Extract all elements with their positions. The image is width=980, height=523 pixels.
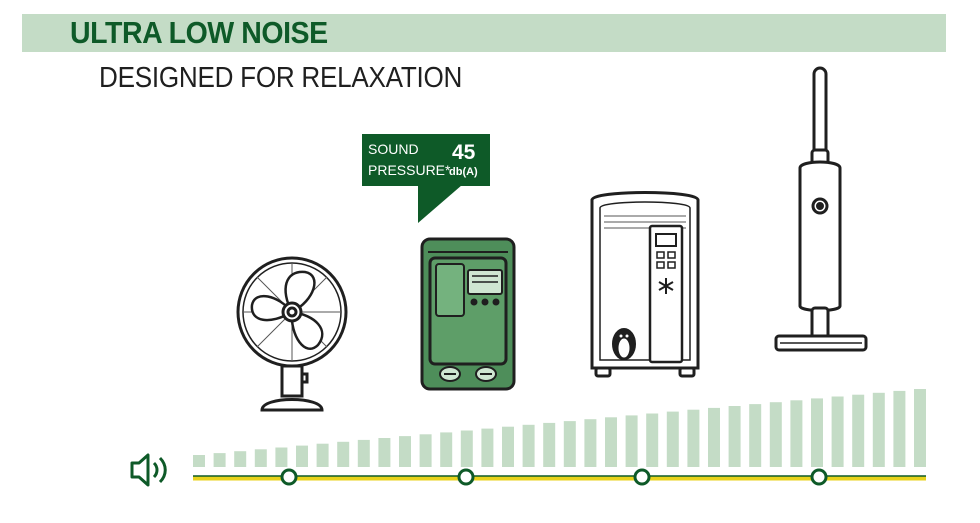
pump-controller-icon — [420, 237, 516, 391]
volume-bar — [522, 424, 535, 467]
page-subtitle: DESIGNED FOR RELAXATION — [99, 62, 463, 94]
air-conditioner-icon — [590, 191, 700, 378]
volume-bar — [893, 390, 906, 467]
volume-bar — [275, 447, 288, 467]
callout-pointer — [418, 185, 462, 223]
fan-icon — [236, 256, 348, 412]
volume-bar — [687, 409, 700, 467]
volume-bar — [605, 417, 617, 467]
volume-marker-pump — [457, 468, 475, 486]
header-band — [22, 14, 946, 52]
volume-bar — [502, 426, 514, 467]
volume-bar — [584, 419, 597, 467]
volume-bar — [666, 411, 679, 467]
volume-marker-air-conditioner — [633, 468, 651, 486]
callout-value: 45 — [452, 141, 476, 164]
volume-marker-vacuum — [810, 468, 828, 486]
volume-bar — [708, 407, 720, 467]
volume-bar — [646, 413, 659, 467]
volume-bar — [213, 453, 226, 467]
volume-bar — [419, 434, 432, 467]
volume-bar — [769, 402, 782, 467]
volume-bar — [625, 415, 638, 467]
volume-bar — [440, 432, 453, 467]
volume-bar — [460, 430, 473, 467]
volume-bar — [852, 394, 865, 467]
volume-bar — [399, 436, 411, 467]
volume-bar — [728, 406, 741, 467]
volume-bar — [234, 451, 247, 467]
volume-bar — [337, 441, 350, 467]
vacuum-cleaner-icon — [774, 66, 868, 352]
volume-bar — [296, 445, 308, 467]
sound-pressure-callout — [362, 134, 490, 186]
volume-bar — [543, 422, 556, 467]
penguin-icon — [612, 328, 636, 360]
volume-bar — [790, 400, 803, 467]
volume-bar — [872, 392, 885, 467]
volume-bar — [563, 421, 576, 467]
volume-bar — [481, 428, 494, 467]
volume-bar — [357, 439, 370, 467]
volume-bars — [193, 389, 926, 467]
page-title: ULTRA LOW NOISE — [70, 15, 328, 50]
volume-bar — [254, 449, 267, 467]
volume-bar — [811, 398, 823, 467]
volume-marker-fan — [280, 468, 298, 486]
speaker-icon — [130, 453, 167, 487]
volume-bar — [316, 443, 329, 467]
volume-bar — [914, 389, 926, 467]
volume-bar — [749, 404, 762, 467]
callout-label-line1: SOUND — [368, 141, 419, 157]
volume-bar — [378, 438, 391, 467]
callout-unit: db(A) — [449, 166, 478, 178]
volume-bar — [193, 455, 205, 467]
volume-bar — [831, 396, 844, 467]
callout-label-line2: PRESSURE* — [368, 162, 451, 178]
snowflake-icon — [658, 278, 674, 294]
